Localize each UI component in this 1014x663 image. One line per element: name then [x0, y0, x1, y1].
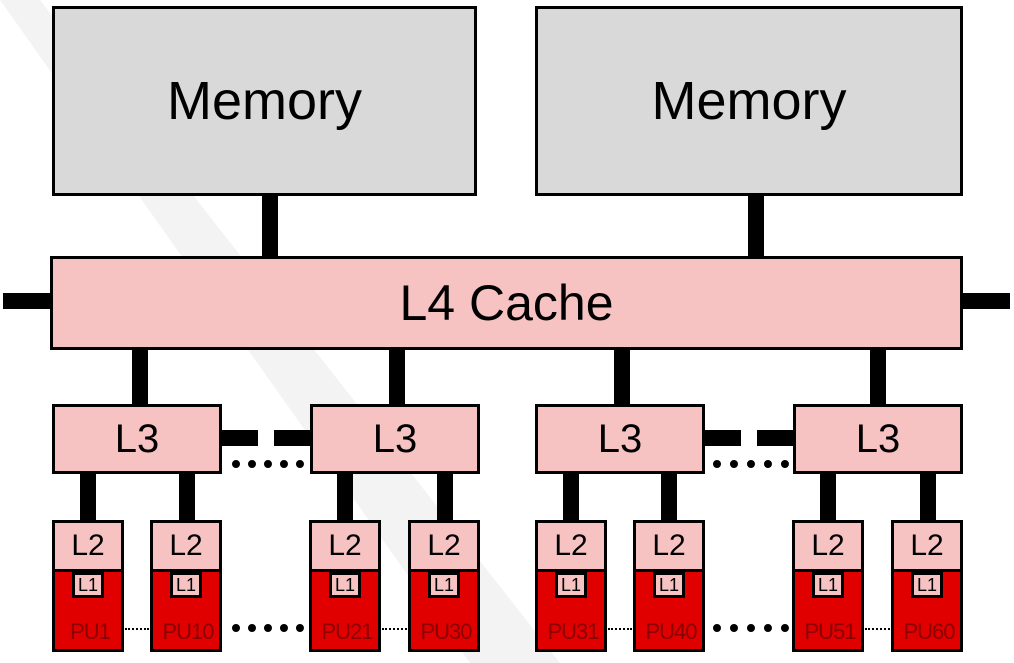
- l3-l2-connector: [437, 474, 453, 522]
- l3-link-stub: [705, 430, 741, 446]
- pu-label: PU1: [70, 619, 111, 644]
- processing-unit: L2 L1 PU10: [150, 520, 222, 652]
- l3-link-stub: [757, 430, 793, 446]
- l3-label: L3: [114, 416, 160, 461]
- l3-l2-connector: [337, 474, 353, 522]
- pu-label: PU21: [321, 619, 373, 644]
- l3-l2-connector: [920, 474, 936, 522]
- pu-ellipsis: [382, 628, 407, 630]
- l4-external-link-left: [3, 293, 53, 309]
- l3-l2-connector: [563, 474, 579, 522]
- memory-label: Memory: [651, 71, 847, 131]
- l4-external-link-right: [960, 293, 1010, 309]
- l1-label: L1: [334, 574, 356, 595]
- memory-l4-connector: [748, 196, 764, 258]
- l2-label: L2: [169, 529, 203, 562]
- l3-l2-connector: [820, 474, 836, 522]
- l2-label: L2: [328, 529, 362, 562]
- pu-label: PU51: [804, 619, 856, 644]
- l1-label: L1: [658, 574, 680, 595]
- l2-label: L2: [71, 529, 105, 562]
- l3-ellipsis: [713, 460, 789, 468]
- l2-label: L2: [427, 529, 461, 562]
- memory-block-left: Memory: [52, 6, 477, 196]
- l2-label: L2: [554, 529, 588, 562]
- pu-label: PU60: [903, 619, 955, 644]
- pu-label: PU30: [420, 619, 472, 644]
- pu-label: PU10: [162, 619, 214, 644]
- l2-label: L2: [811, 529, 845, 562]
- l2-cache: L2: [411, 523, 477, 572]
- l1-cache: L1: [72, 572, 104, 598]
- l3-cache: L3: [310, 404, 480, 474]
- l1-cache: L1: [911, 572, 943, 598]
- memory-label: Memory: [166, 71, 362, 131]
- l1-label: L1: [433, 574, 455, 595]
- l4-l3-connector: [614, 350, 630, 406]
- l2-label: L2: [910, 529, 944, 562]
- l4-cache: L4 Cache: [50, 256, 963, 350]
- memory-block-right: Memory: [535, 6, 963, 196]
- l3-label: L3: [855, 416, 901, 461]
- processing-unit: L2 L1 PU40: [633, 520, 705, 652]
- l3-l2-connector: [179, 474, 195, 522]
- l1-cache: L1: [812, 572, 844, 598]
- l1-label: L1: [560, 574, 582, 595]
- processing-unit: L2 L1 PU1: [52, 520, 124, 652]
- pu-label: PU40: [645, 619, 697, 644]
- l4-cache-label: L4 Cache: [399, 275, 614, 331]
- l3-link-stub: [274, 430, 310, 446]
- l3-label: L3: [372, 416, 418, 461]
- l1-cache: L1: [428, 572, 460, 598]
- l1-label: L1: [77, 574, 99, 595]
- processing-unit: L2 L1 PU51: [792, 520, 864, 652]
- processing-unit: L2 L1 PU21: [309, 520, 381, 652]
- l3-l2-connector: [661, 474, 677, 522]
- pu-label: PU31: [547, 619, 599, 644]
- l2-cache: L2: [636, 523, 702, 572]
- pu-ellipsis: [713, 624, 789, 632]
- l3-l2-connector: [80, 474, 96, 522]
- l1-cache: L1: [653, 572, 685, 598]
- l1-label: L1: [817, 574, 839, 595]
- l2-cache: L2: [153, 523, 219, 572]
- l1-cache: L1: [329, 572, 361, 598]
- l3-link-stub: [222, 430, 258, 446]
- l2-cache: L2: [894, 523, 960, 572]
- l4-l3-connector: [389, 350, 405, 406]
- processing-unit: L2 L1 PU31: [535, 520, 607, 652]
- l3-ellipsis: [232, 460, 304, 468]
- l3-cache: L3: [52, 404, 222, 474]
- processing-unit: L2 L1 PU60: [891, 520, 963, 652]
- pu-ellipsis: [232, 624, 304, 632]
- l2-cache: L2: [795, 523, 861, 572]
- l3-cache: L3: [535, 404, 705, 474]
- l3-cache: L3: [793, 404, 963, 474]
- pu-ellipsis: [865, 628, 890, 630]
- l4-l3-connector: [870, 350, 886, 406]
- l1-label: L1: [916, 574, 938, 595]
- l1-cache: L1: [170, 572, 202, 598]
- pu-ellipsis: [125, 628, 149, 630]
- l2-cache: L2: [55, 523, 121, 572]
- memory-l4-connector: [262, 196, 278, 258]
- l1-cache: L1: [555, 572, 587, 598]
- l2-cache: L2: [538, 523, 604, 572]
- l1-label: L1: [175, 574, 197, 595]
- l3-label: L3: [597, 416, 643, 461]
- l4-l3-connector: [132, 350, 148, 406]
- processing-unit: L2 L1 PU30: [408, 520, 480, 652]
- l2-label: L2: [652, 529, 686, 562]
- pu-ellipsis: [608, 628, 632, 630]
- l2-cache: L2: [312, 523, 378, 572]
